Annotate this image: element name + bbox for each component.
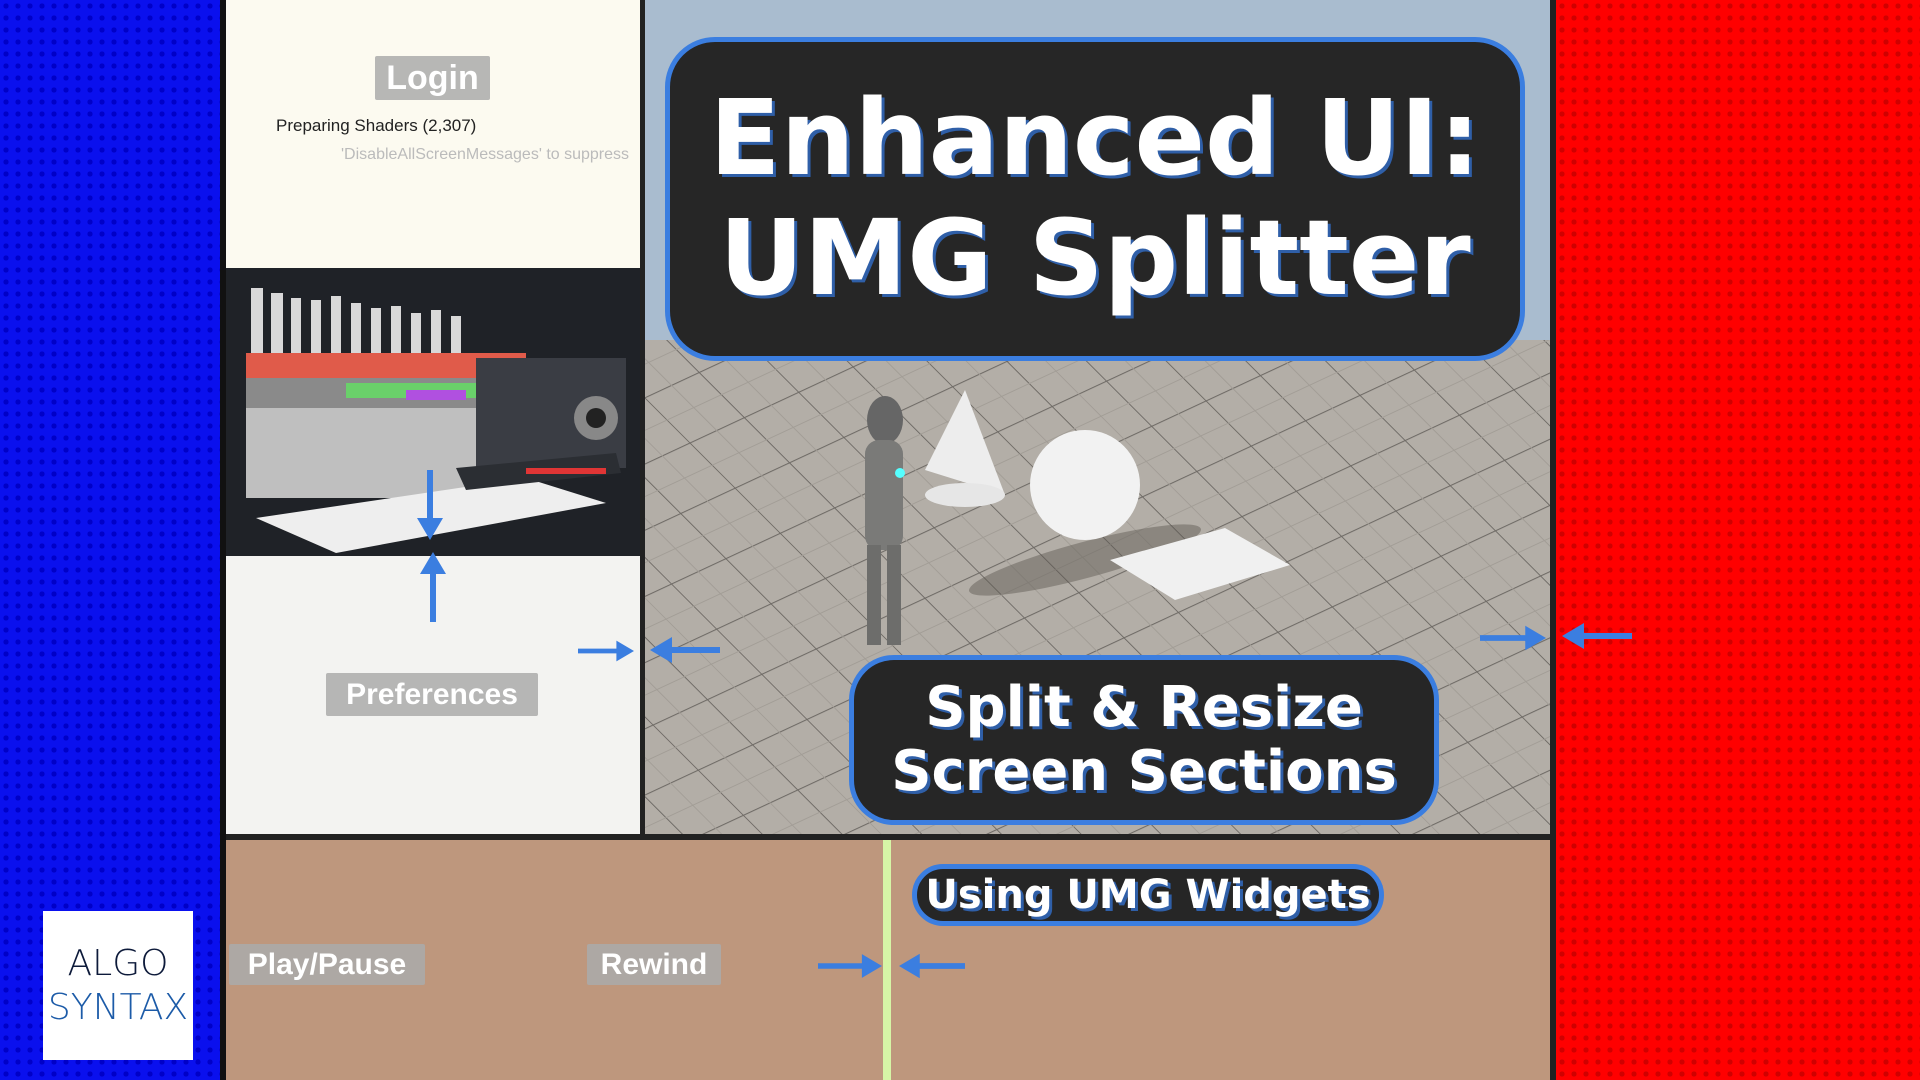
vertical-splitter-handle[interactable] (640, 0, 645, 834)
studio-illustration (226, 268, 640, 556)
arrow-up-icon (420, 552, 446, 622)
right-splitter-handle[interactable] (1550, 0, 1556, 1080)
title-banner: Enhanced UI: UMG Splitter (665, 37, 1525, 361)
arrow-left-icon (1562, 623, 1632, 649)
login-button[interactable]: Login (375, 56, 490, 100)
title-line1: Enhanced UI: (709, 77, 1481, 200)
arrow-right-icon (818, 954, 882, 978)
logo-line2: SYNTAX (47, 986, 189, 1028)
arrow-right-icon (578, 640, 634, 662)
top-left-panel: Login Preparing Shaders (2,307) 'Disable… (226, 0, 640, 268)
using-umg-widgets-tag: Using UMG Widgets (912, 864, 1384, 926)
subtitle-banner: Split & Resize Screen Sections (849, 655, 1439, 825)
left-blue-panel (0, 0, 220, 1080)
title-line2: UMG Splitter (719, 197, 1471, 319)
subtitle-line1: Split & Resize (925, 674, 1363, 740)
music-studio-image (226, 268, 640, 556)
right-red-panel (1556, 0, 1920, 1080)
bottom-splitter-handle[interactable] (883, 840, 891, 1080)
play-pause-button[interactable]: Play/Pause (229, 944, 425, 985)
rewind-button[interactable]: Rewind (587, 944, 721, 985)
arrow-left-icon (650, 637, 720, 663)
horizontal-splitter-handle[interactable] (226, 834, 1550, 840)
arrow-right-icon (1480, 625, 1546, 651)
arrow-down-icon (417, 470, 443, 540)
preferences-button[interactable]: Preferences (326, 673, 538, 716)
arrow-left-icon (899, 953, 965, 979)
debug-hint: 'DisableAllScreenMessages' to suppress (341, 146, 630, 163)
logo-line1: ALGO (67, 943, 169, 985)
algosyntax-logo: ALGO SYNTAX (43, 911, 193, 1060)
subtitle-line2: Screen Sections (891, 739, 1397, 804)
debug-message: Preparing Shaders (2,307) (276, 116, 477, 135)
